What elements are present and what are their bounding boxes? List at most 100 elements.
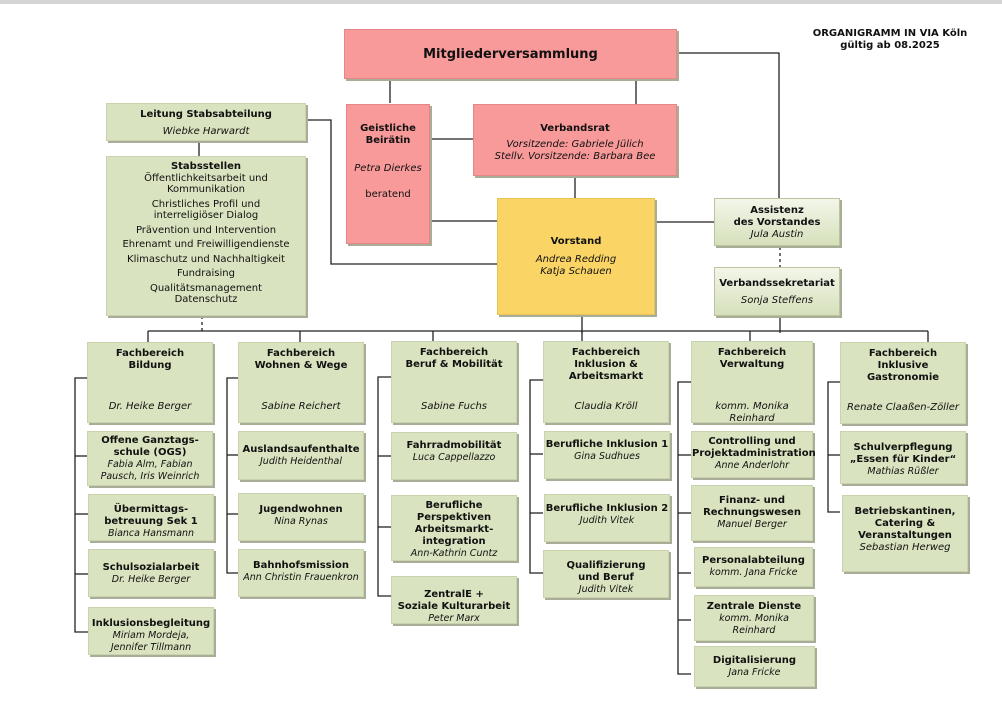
unit-person: Gina Sudhues — [574, 451, 640, 462]
fachbereich-title: Inklusive — [877, 360, 929, 371]
fachbereich-inklusion-arbeitsmarkt[interactable]: Fachbereich Inklusion & Arbeitsmarkt Cla… — [543, 341, 669, 423]
unit-ogs[interactable]: Offene Ganztags- schule (OGS) Fabia Alm,… — [87, 431, 213, 486]
unit-personalabteilung[interactable]: Personalabteilung komm. Jana Fricke — [694, 547, 813, 587]
unit-person: komm. Monika — [719, 613, 789, 624]
unit-jugendwohnen[interactable]: Jugendwohnen Nina Rynas — [238, 493, 364, 541]
leitung-title: Leitung Stabsabteilung — [140, 109, 272, 120]
assistenz-title-1: Assistenz — [750, 205, 804, 216]
unit-digitalisierung[interactable]: Digitalisierung Jana Fricke — [694, 646, 815, 687]
unit-title: Auslandsaufenthalte — [242, 444, 360, 455]
unit-title: Übermittags- — [113, 504, 189, 515]
fachbereich-bildung[interactable]: Fachbereich Bildung Dr. Heike Berger — [87, 342, 213, 423]
vorstand-title: Vorstand — [550, 236, 602, 247]
unit-schulsozialarbeit[interactable]: Schulsozialarbeit Dr. Heike Berger — [88, 549, 214, 597]
unit-schulverpflegung[interactable]: Schulverpflegung „Essen für Kinder“ Math… — [840, 431, 966, 484]
fachbereich-inklusive-gastronomie[interactable]: Fachbereich Inklusive Gastronomie Renate… — [840, 342, 966, 424]
fachbereich-wohnen-wege[interactable]: Fachbereich Wohnen & Wege Sabine Reicher… — [238, 342, 364, 423]
unit-bahnhofsmission[interactable]: Bahnhofsmission Ann Christin Frauenkron — [238, 549, 364, 597]
unit-uebermittagsbetreuung[interactable]: Übermittags- betreuung Sek 1 Bianca Hans… — [88, 494, 214, 541]
unit-auslandsaufenthalte[interactable]: Auslandsaufenthalte Judith Heidenthal — [238, 431, 364, 480]
unit-betriebskantinen[interactable]: Betriebskantinen, Catering & Veranstaltu… — [842, 495, 968, 572]
fachbereich-title: Gastronomie — [866, 372, 940, 383]
fachbereich-head: Renate Claaßen-Zöller — [846, 402, 960, 413]
geistliche-note: beratend — [365, 189, 411, 200]
fachbereich-title: Beruf & Mobilität — [405, 359, 503, 370]
unit-title: Qualifizierung — [566, 560, 646, 571]
fachbereich-head: komm. Monika Reinhard — [715, 401, 789, 424]
unit-title: Catering & — [874, 518, 936, 529]
fachbereich-title: Fachbereich — [571, 347, 641, 358]
unit-title: und Beruf — [578, 572, 634, 583]
verbandsrat-title: Verbandsrat — [540, 123, 610, 134]
unit-controlling[interactable]: Controlling und Projektadministration An… — [691, 431, 816, 478]
unit-title: Schulsozialarbeit — [102, 562, 200, 573]
fachbereich-verwaltung[interactable]: Fachbereich Verwaltung komm. Monika Rein… — [691, 341, 813, 424]
chart-title: ORGANIGRAMM IN VIA Köln gültig ab 08.202… — [800, 28, 980, 52]
unit-person: Manuel Berger — [717, 519, 787, 530]
sekretariat-title: Verbandssekretariat — [719, 278, 835, 289]
fachbereich-head: Sabine Reichert — [261, 401, 341, 412]
unit-person: Ann Christin Frauenkron — [243, 572, 359, 583]
unit-title: Controlling und — [708, 436, 796, 447]
unit-person: Sebastian Herweg — [859, 542, 951, 553]
unit-person: Judith Vitek — [579, 515, 635, 526]
unit-person: Jana Fricke — [728, 667, 781, 678]
stabsstelle-item: Ehrenamt und Freiwilligendienste — [122, 239, 290, 250]
box-assistenz-vorstand[interactable]: Assistenz des Vorstandes Jula Austin — [714, 198, 840, 246]
assistenz-person: Jula Austin — [750, 229, 804, 240]
unit-title: schule (OGS) — [113, 447, 187, 458]
stabsstelle-item: Kommunikation — [166, 184, 245, 195]
unit-title: Offene Ganztags- — [101, 435, 199, 446]
unit-title: Veranstaltungen — [858, 530, 952, 541]
box-geistliche-beiratin[interactable]: Geistliche Beirätin Petra Dierkes berate… — [346, 104, 430, 244]
unit-fahrradmobilitaet[interactable]: Fahrradmobilität Luca Cappellazzo — [391, 432, 517, 480]
unit-qualifizierung-beruf[interactable]: Qualifizierung und Beruf Judith Vitek — [543, 550, 669, 598]
fachbereich-title: Fachbereich — [266, 348, 336, 359]
unit-berufliche-inklusion-1[interactable]: Berufliche Inklusion 1 Gina Sudhues — [544, 431, 670, 479]
stabsstellen-title: Stabsstellen — [170, 161, 242, 172]
box-stabsstellen[interactable]: Stabsstellen Öffentlichkeitsarbeit und K… — [106, 156, 306, 316]
fachbereich-beruf-mobilitaet[interactable]: Fachbereich Beruf & Mobilität Sabine Fuc… — [391, 341, 517, 423]
box-mitgliederversammlung[interactable]: Mitgliederversammlung — [344, 29, 677, 79]
connector-mv-assistenz — [677, 52, 780, 200]
unit-zentrale-kulturarbeit[interactable]: ZentralE + Soziale Kulturarbeit Peter Ma… — [391, 576, 517, 624]
unit-title: „Essen für Kinder“ — [849, 454, 957, 465]
box-verbandsrat[interactable]: Verbandsrat Vorsitzende: Gabriele Jülich… — [473, 104, 677, 176]
sekretariat-person: Sonja Steffens — [740, 295, 814, 306]
stabsstelle-item: Fundraising — [177, 268, 235, 279]
vorstand-person-2: Katja Schauen — [540, 266, 612, 277]
fachbereich-title: Fachbereich — [419, 347, 489, 358]
unit-title: Finanz- und — [718, 495, 786, 506]
fachbereich-title: Wohnen & Wege — [254, 360, 348, 371]
stabsstelle-item: Christliches Profil und — [151, 198, 261, 210]
box-vorstand[interactable]: Vorstand Andrea Redding Katja Schauen — [497, 198, 655, 315]
fachbereich-title: Fachbereich — [868, 348, 938, 359]
assistenz-title-2: des Vorstandes — [733, 217, 821, 228]
title-line-2: gültig ab 08.2025 — [840, 40, 940, 51]
box-verbandssekretariat[interactable]: Verbandssekretariat Sonja Steffens — [714, 267, 840, 316]
title-line-1: ORGANIGRAMM IN VIA Köln — [812, 28, 968, 39]
unit-title: Jugendwohnen — [259, 504, 343, 515]
unit-berufliche-inklusion-2[interactable]: Berufliche Inklusion 2 Judith Vitek — [544, 494, 670, 542]
geistliche-title-1: Geistliche — [360, 123, 416, 134]
unit-title: Arbeitsmarkt- — [414, 524, 494, 535]
unit-title: Perspektiven — [416, 512, 492, 523]
stabsstelle-item: Prävention und Intervention — [135, 224, 277, 236]
unit-finanz-rechnungswesen[interactable]: Finanz- und Rechnungswesen Manuel Berger — [691, 485, 813, 541]
fachbereich-title: Inklusion & — [574, 359, 638, 370]
unit-person: Reinhard — [732, 625, 776, 636]
unit-title: Fahrradmobilität — [406, 440, 502, 451]
stabsstelle-item: Öffentlichkeitsarbeit und — [144, 172, 268, 184]
unit-title: Rechnungswesen — [703, 507, 801, 518]
fachbereich-head: Sabine Fuchs — [420, 401, 487, 412]
unit-person: Ann-Kathrin Cuntz — [410, 548, 498, 559]
box-leitung-stabsabteilung[interactable]: Leitung Stabsabteilung Wiebke Harwardt — [106, 103, 306, 141]
unit-title: Berufliche Inklusion 2 — [545, 503, 669, 514]
leitung-person: Wiebke Harwardt — [162, 126, 250, 137]
unit-berufliche-perspektiven[interactable]: Berufliche Perspektiven Arbeitsmarkt- in… — [391, 495, 517, 561]
unit-zentrale-dienste[interactable]: Zentrale Dienste komm. Monika Reinhard — [694, 595, 814, 641]
fachbereich-title: Fachbereich — [717, 347, 787, 358]
fachbereich-title: Arbeitsmarkt — [568, 371, 644, 382]
unit-person: Peter Marx — [428, 613, 480, 624]
unit-inklusionsbegleitung[interactable]: Inklusionsbegleitung Miriam Mordeja, Jen… — [88, 607, 214, 655]
